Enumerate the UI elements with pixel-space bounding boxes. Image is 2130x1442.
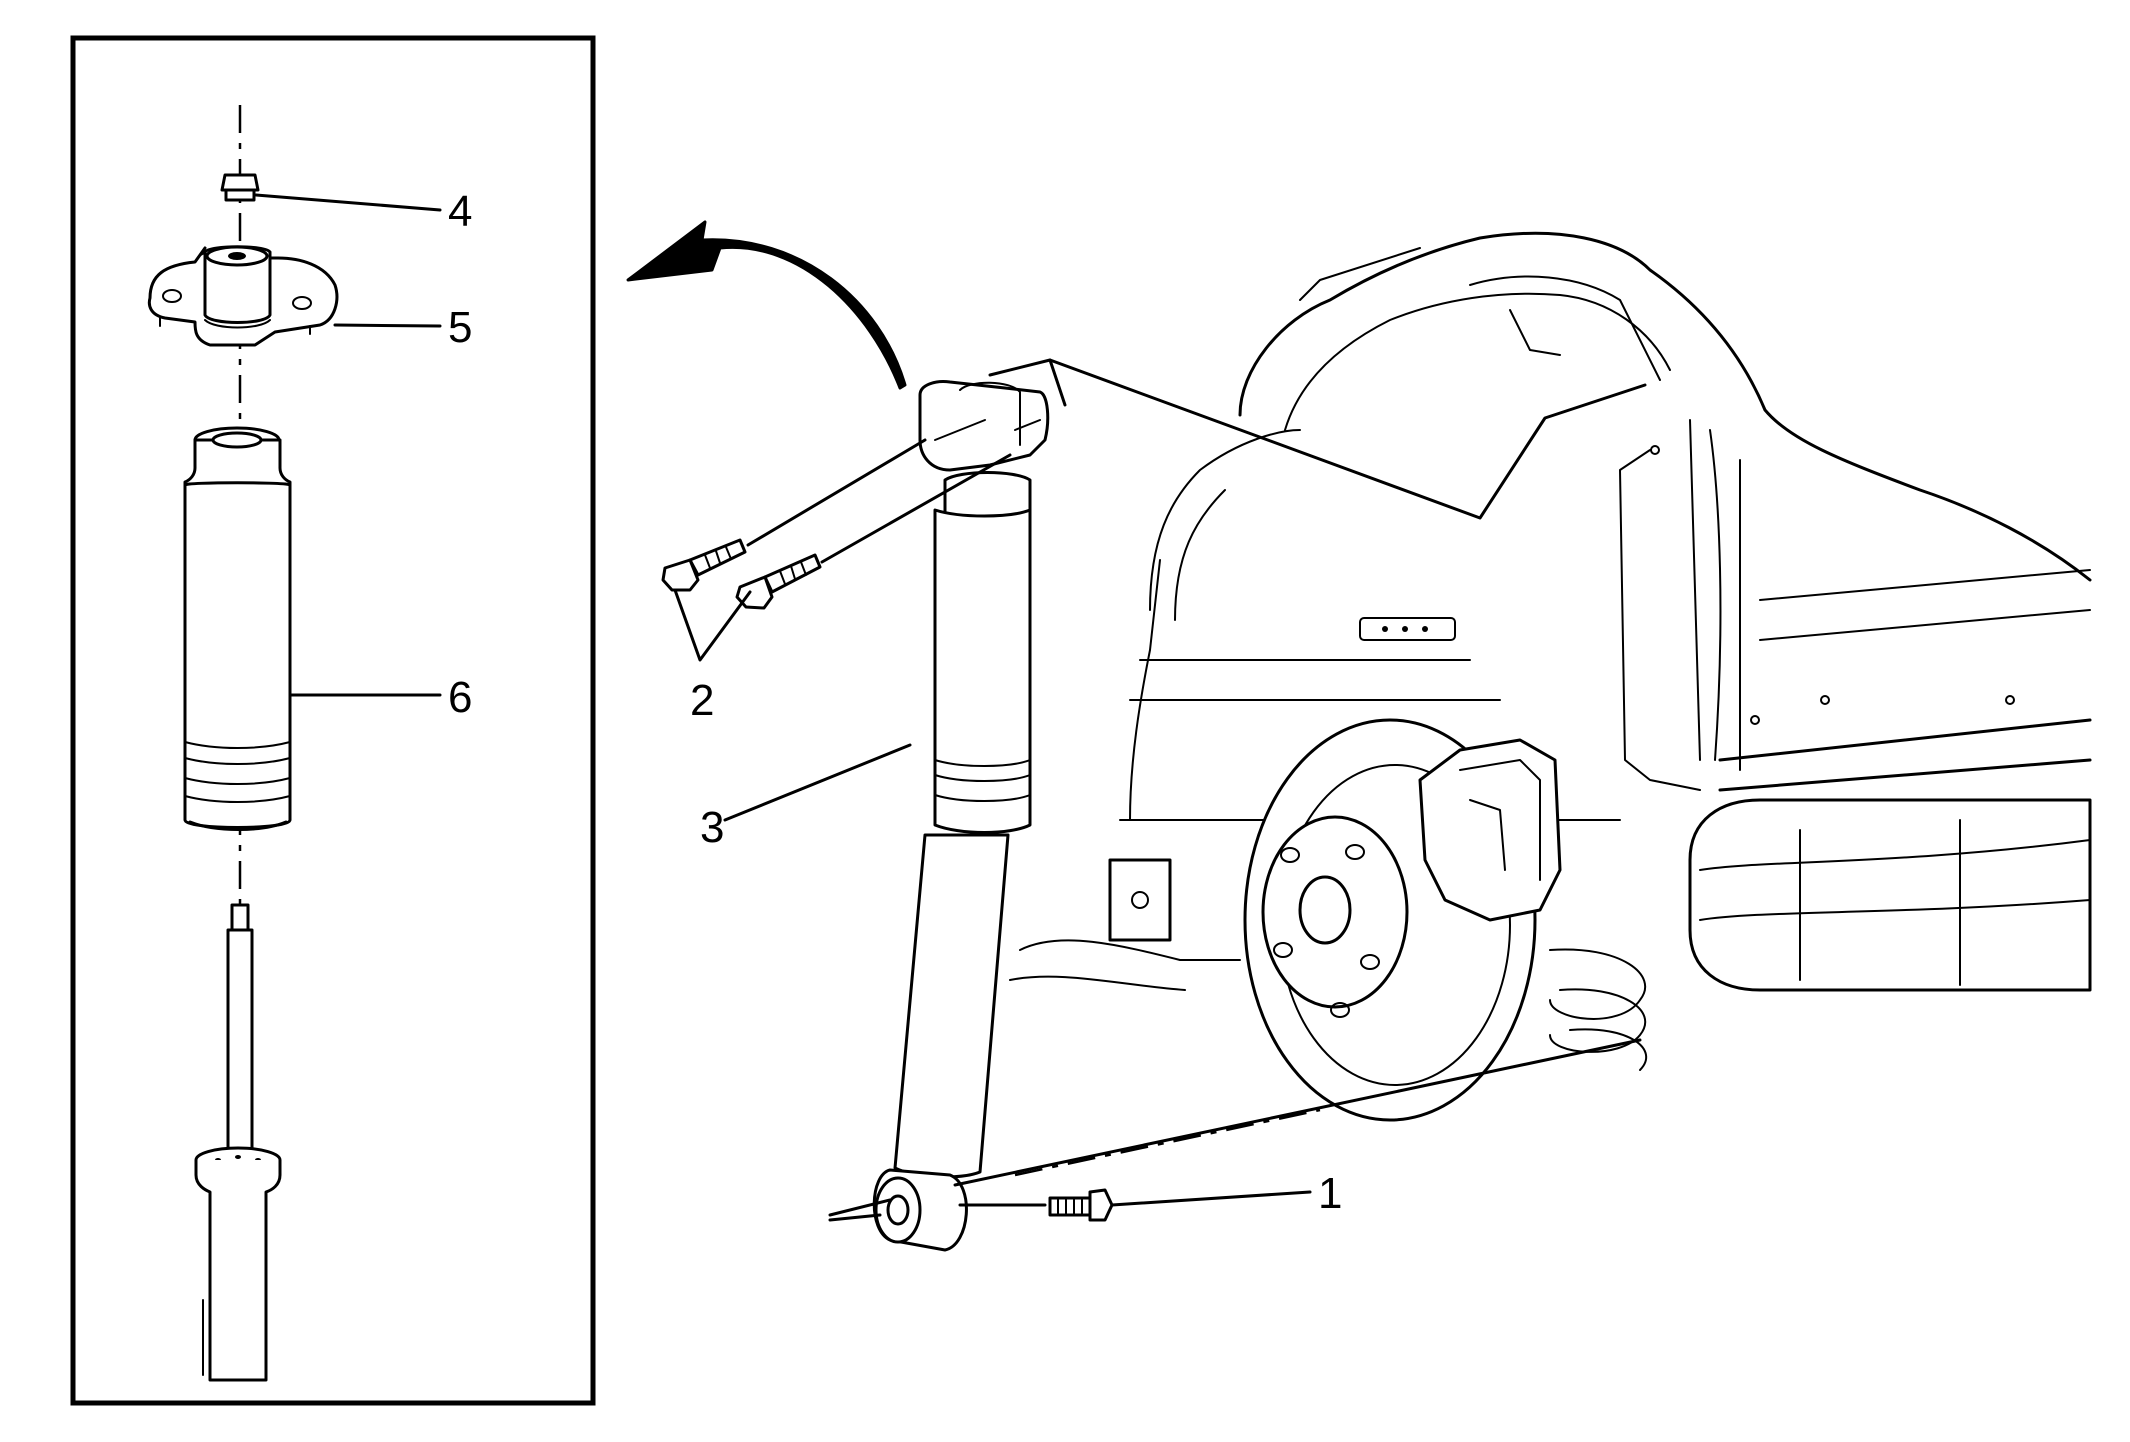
lower-axis-dashed xyxy=(1014,1108,1321,1177)
leader-line-4 xyxy=(254,193,442,212)
callout-3: 3 xyxy=(700,803,724,852)
callout-2: 2 xyxy=(690,676,714,725)
brake-caliper xyxy=(1418,738,1562,922)
mount-reference-line xyxy=(988,358,1647,520)
lower-bolt xyxy=(1048,1188,1114,1222)
bolt-path-left xyxy=(746,438,927,547)
callout-1: 1 xyxy=(1318,1169,1342,1218)
leader-line-2 xyxy=(673,588,752,662)
lower-bracket xyxy=(1009,858,1241,991)
inset-frame xyxy=(70,35,596,1406)
leader-line-1 xyxy=(1110,1190,1312,1207)
lower-axis-left-2 xyxy=(828,1213,882,1222)
muffler xyxy=(1688,798,2092,992)
detail-inset-panel: 4 5 6 xyxy=(70,35,596,1406)
shock-absorber xyxy=(872,380,1050,1252)
callout-5: 5 xyxy=(448,303,472,352)
curved-arrow-to-inset xyxy=(626,220,907,390)
inset-shock-absorber xyxy=(194,903,282,1382)
callout-4: 4 xyxy=(448,187,472,236)
upper-bolts xyxy=(661,538,822,610)
upper-mount xyxy=(147,245,339,347)
leader-line-5 xyxy=(333,323,442,328)
bolt-path-right xyxy=(820,453,1012,564)
coil-spring xyxy=(1549,948,1647,1071)
callout-6: 6 xyxy=(448,673,472,722)
upper-bolt-left xyxy=(661,538,747,592)
lower-axis-left xyxy=(828,1198,892,1217)
lower-mount-reference xyxy=(953,1038,1642,1187)
upper-nut xyxy=(220,173,260,202)
upper-bolt-right xyxy=(735,553,822,610)
vehicle-chassis xyxy=(1119,231,2092,821)
dust-boot xyxy=(183,426,292,831)
leader-line-3 xyxy=(723,743,912,822)
mount-reference-tick xyxy=(1048,358,1067,407)
